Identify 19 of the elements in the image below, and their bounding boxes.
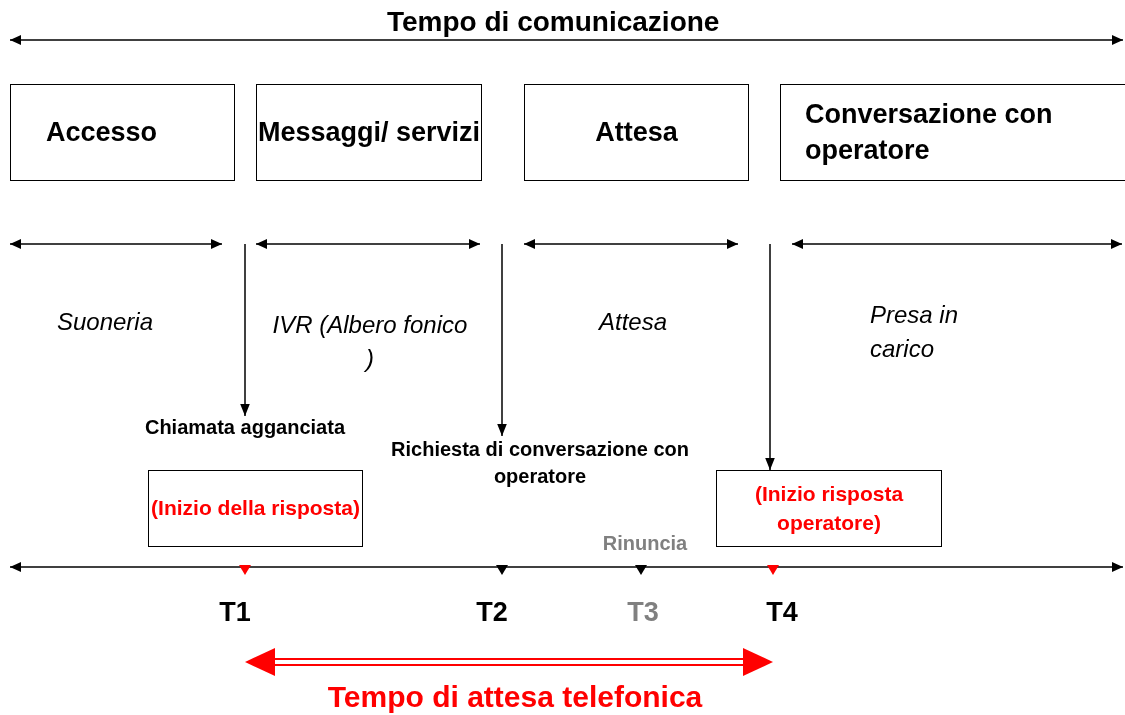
time-label: T1 bbox=[218, 597, 252, 628]
phase-box: Attesa bbox=[524, 84, 749, 181]
phase-label: IVR (Albero fonico ) bbox=[271, 310, 469, 374]
arrow bbox=[497, 243, 507, 437]
dimension-label: Tempo di attesa telefonica bbox=[326, 680, 704, 714]
phase-box: Conversazione con operatore bbox=[780, 84, 1125, 181]
phase-label: Presa in carico bbox=[870, 300, 960, 364]
time-label: T2 bbox=[475, 597, 509, 628]
time-label: T4 bbox=[765, 597, 799, 628]
arrow bbox=[765, 243, 775, 471]
phase-label: Attesa bbox=[597, 308, 668, 336]
phase-label: Suoneria bbox=[55, 308, 155, 336]
arrow bbox=[240, 243, 250, 417]
note-box: (Inizio della risposta) bbox=[148, 470, 363, 547]
event-label: Rinuncia bbox=[601, 532, 689, 555]
phase-box: Messaggi/ servizi bbox=[256, 84, 482, 181]
phase-box: Accesso bbox=[10, 84, 235, 181]
note-box: (Inizio risposta operatore) bbox=[716, 470, 942, 547]
time-label: T3 bbox=[626, 597, 660, 628]
